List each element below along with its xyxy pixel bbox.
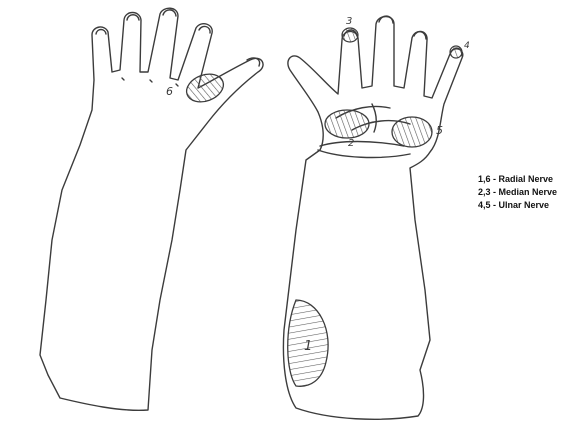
legend-item-median: 2,3 - Median Nerve [478,186,557,199]
left-radial-area [183,69,228,106]
median-palm-area [325,110,369,138]
legend-item-ulnar: 4,5 - Ulnar Nerve [478,199,557,212]
legend-item-radial: 1,6 - Radial Nerve [478,173,557,186]
label-5: 5 [436,124,443,137]
median-finger-area [342,28,358,42]
label-4: 4 [464,41,470,51]
label-6: 6 [166,85,173,98]
ulnar-finger-area [450,46,462,58]
label-2: 2 [348,138,354,149]
label-3: 3 [346,16,352,27]
label-1: 1 [304,339,312,354]
ulnar-palm-area [392,117,432,147]
left-hand-outline [40,8,263,410]
nerve-legend: 1,6 - Radial Nerve 2,3 - Median Nerve 4,… [478,173,557,212]
